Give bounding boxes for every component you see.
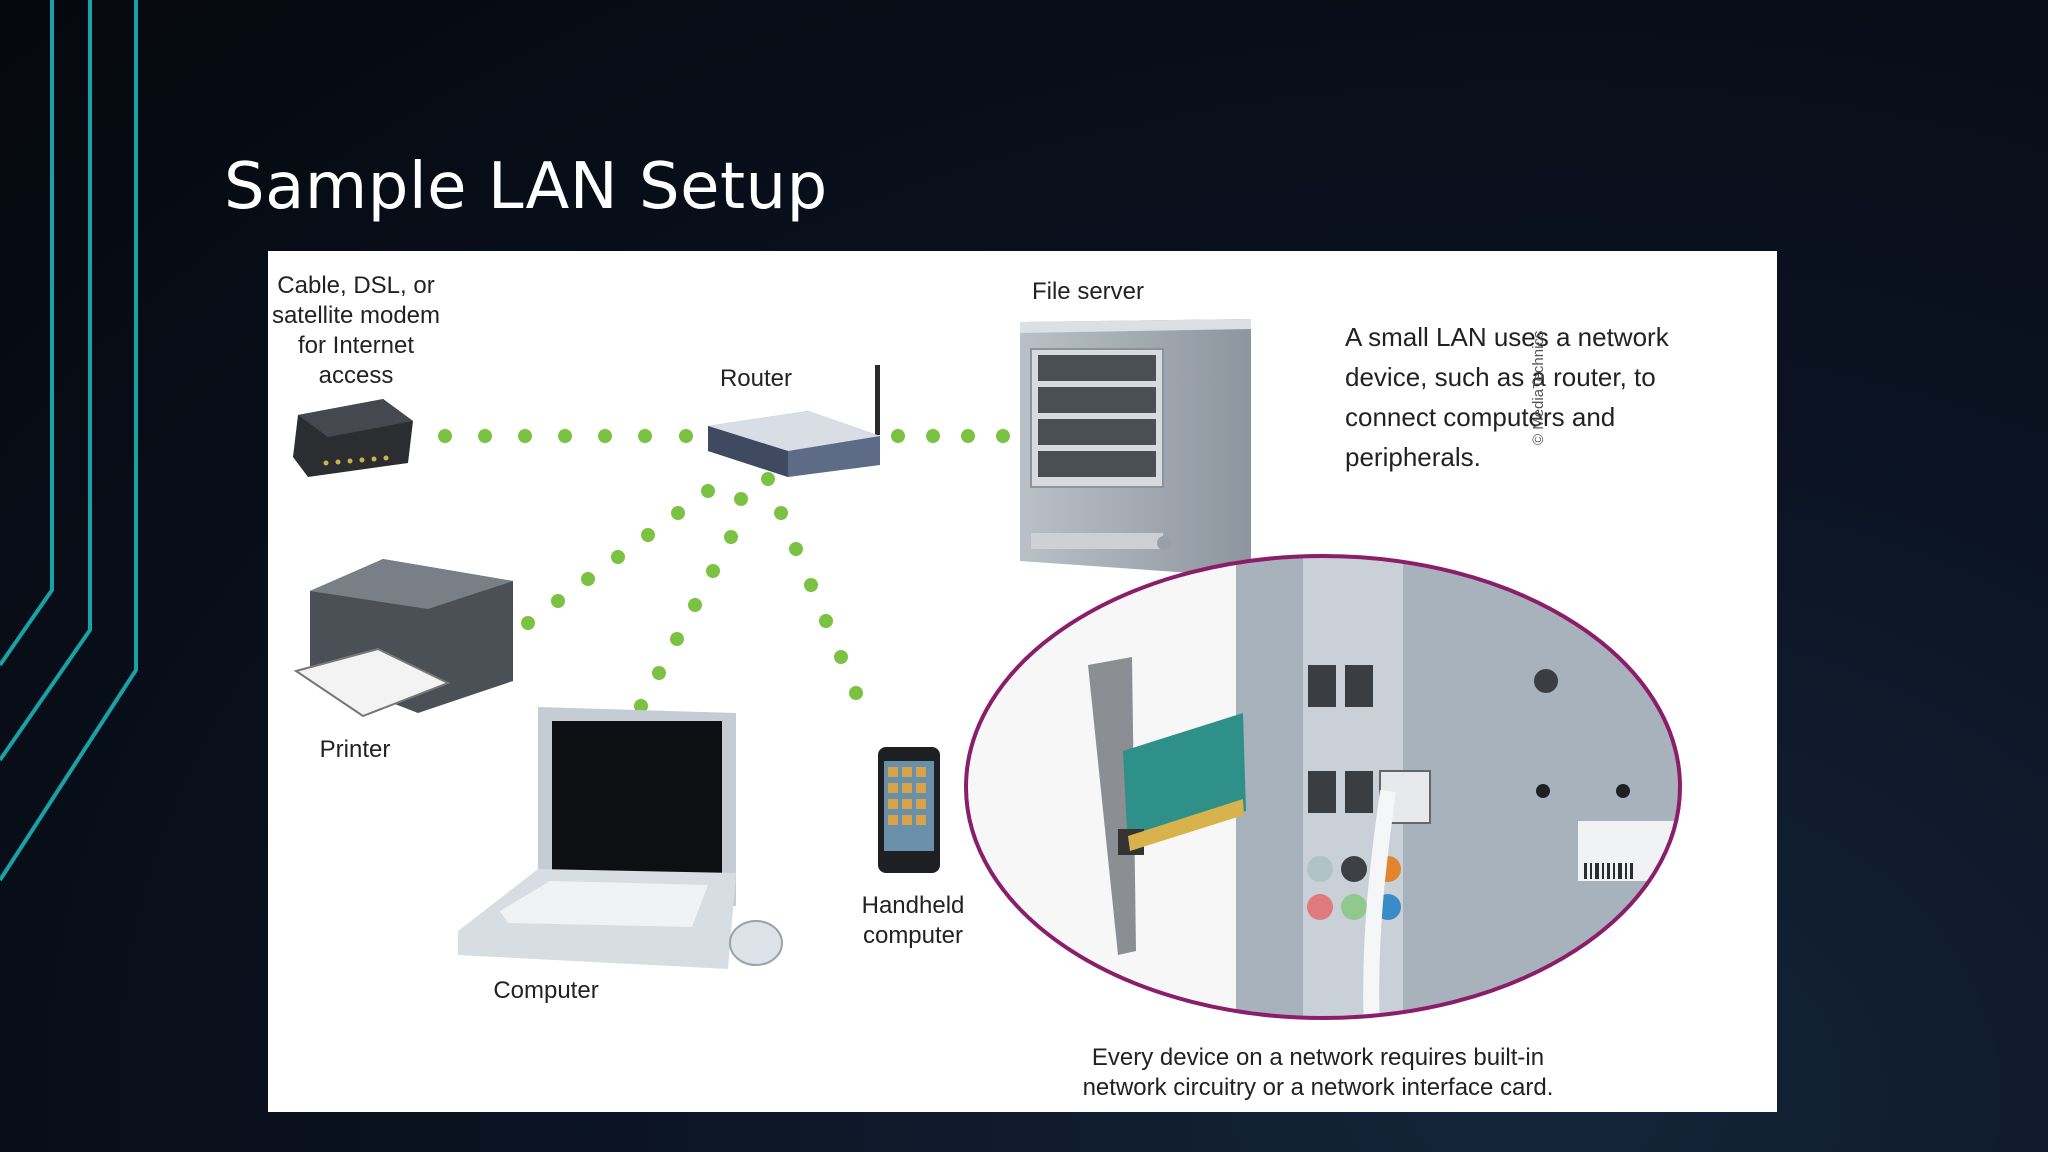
nic-caption: Every device on a network requires built… bbox=[1082, 1044, 1554, 1101]
printer-device bbox=[293, 559, 513, 718]
handheld-label: Handheld computer bbox=[861, 892, 965, 949]
handheld-device bbox=[878, 747, 940, 873]
file-server-label: File server bbox=[1031, 278, 1145, 305]
image-credit: © MediaTechnics bbox=[1530, 330, 1547, 445]
modem-device bbox=[293, 399, 413, 477]
laptop-device bbox=[458, 707, 783, 969]
lan-diagram: Cable, DSL, or satellite modem for Inter… bbox=[268, 251, 1777, 1112]
slide-title: Sample LAN Setup bbox=[224, 150, 828, 224]
router-label: Router bbox=[719, 365, 793, 392]
lan-description: A small LAN uses a network device, such … bbox=[1345, 322, 1669, 472]
link-dots bbox=[438, 429, 1010, 713]
modem-label: Cable, DSL, or satellite modem for Inter… bbox=[271, 272, 441, 389]
file-server-device bbox=[1020, 319, 1251, 575]
decorative-lines bbox=[0, 0, 138, 882]
computer-label: Computer bbox=[493, 977, 599, 1004]
network-card-inset bbox=[964, 554, 1682, 1020]
printer-label: Printer bbox=[319, 736, 391, 763]
router-device bbox=[708, 365, 880, 477]
diagram-graphics bbox=[293, 319, 1682, 1020]
